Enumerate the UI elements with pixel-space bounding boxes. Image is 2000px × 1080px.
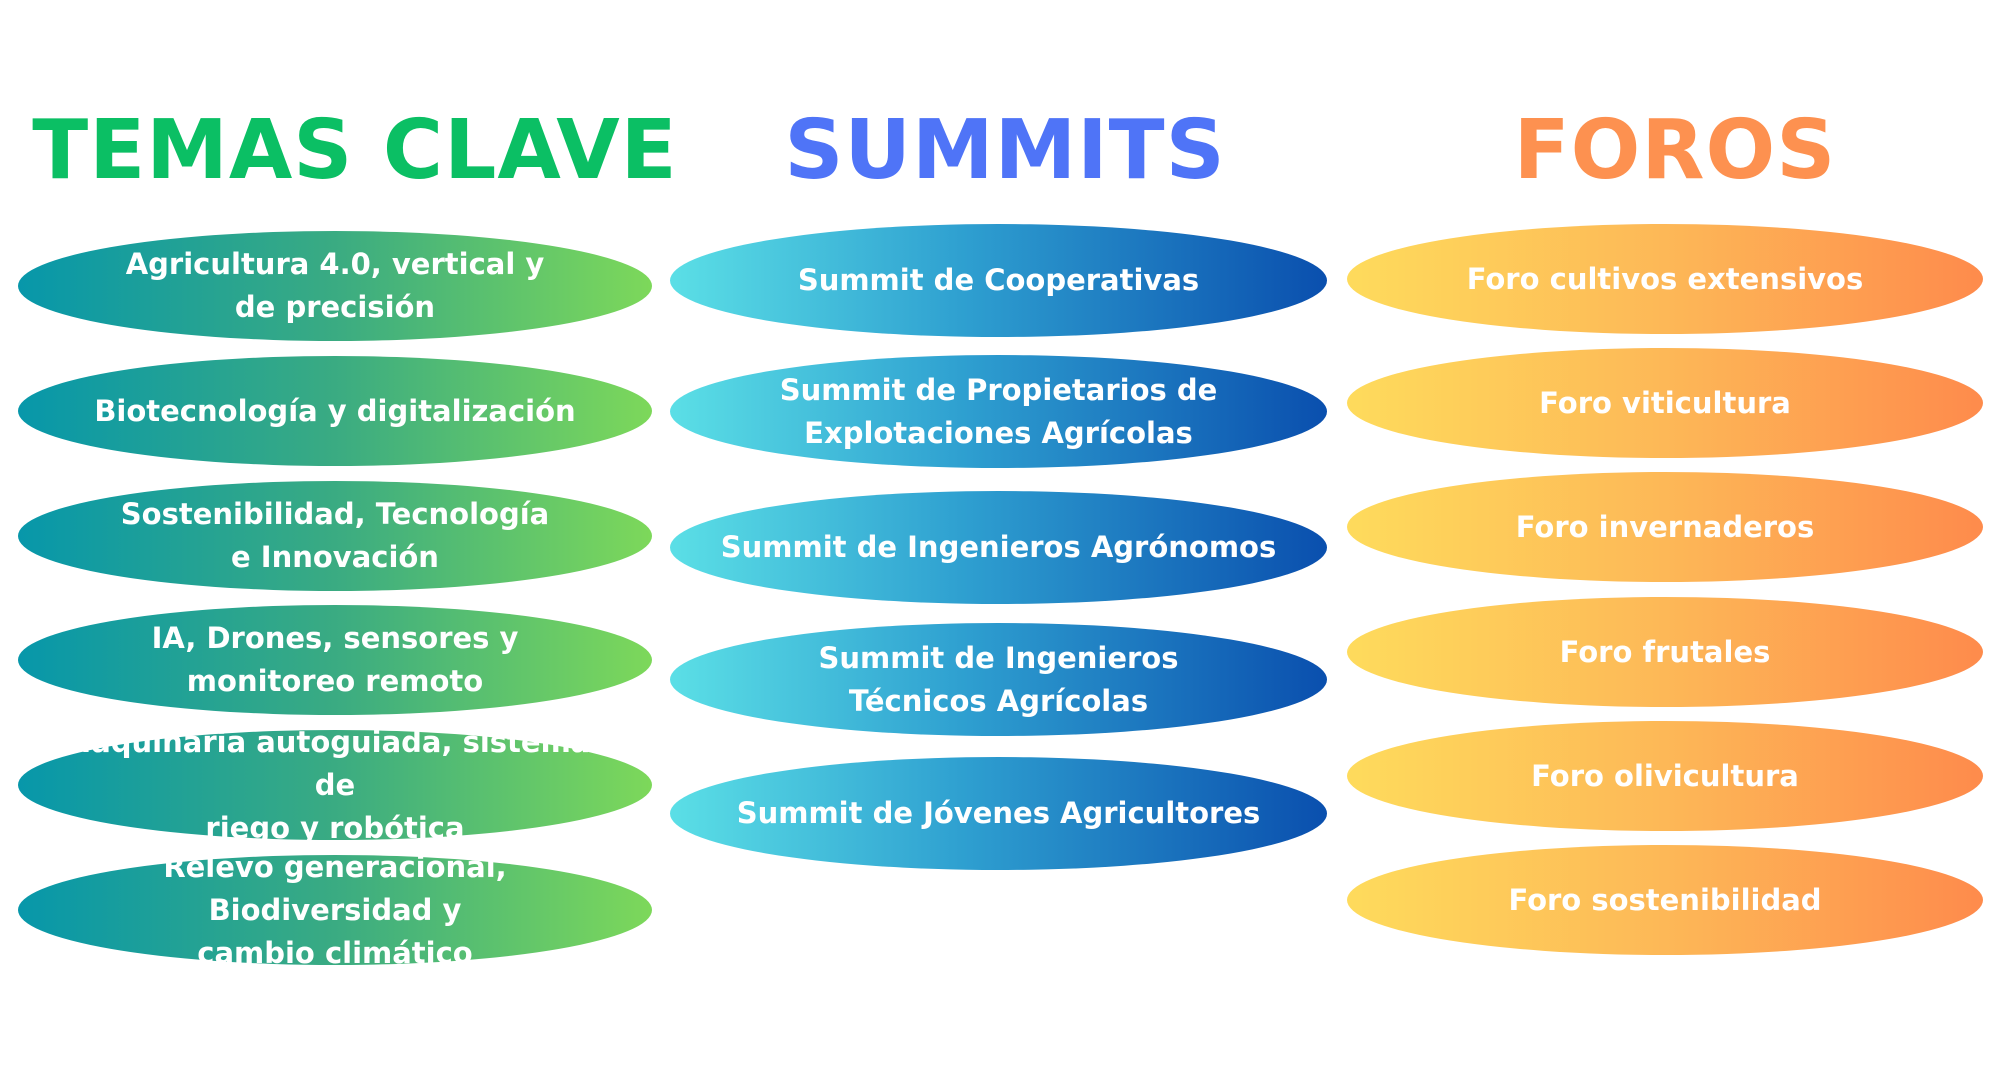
foros-title: FOROS [1513, 103, 1837, 198]
foro-pill-frutales: Foro frutales [1347, 597, 1983, 707]
summit-pill-ingenieros-agronomos: Summit de Ingenieros Agrónomos [670, 491, 1327, 604]
temas-pill-maquinaria: Maquinaria autoguiada, sistemas de riego… [18, 725, 652, 845]
summit-pill-cooperativas: Summit de Cooperativas [670, 224, 1327, 337]
temas-pill-relevo: Relevo generacional, Biodiversidad y cam… [18, 850, 652, 970]
summit-pill-ingenieros-tecnicos: Summit de Ingenieros Técnicos Agrícolas [670, 623, 1327, 736]
summit-pill-propietarios: Summit de Propietarios de Explotaciones … [670, 355, 1327, 468]
summit-pill-jovenes: Summit de Jóvenes Agricultores [670, 757, 1327, 870]
temas-pill-ia-drones: IA, Drones, sensores y monitoreo remoto [18, 605, 652, 715]
foro-pill-sostenibilidad: Foro sostenibilidad [1347, 845, 1983, 955]
summits-title: SUMMITS [784, 103, 1226, 198]
foro-pill-viticultura: Foro viticultura [1347, 348, 1983, 458]
temas-clave-title: TEMAS CLAVE [32, 103, 678, 198]
temas-pill-sostenibilidad: Sostenibilidad, Tecnología e Innovación [18, 481, 652, 591]
foro-pill-invernaderos: Foro invernaderos [1347, 472, 1983, 582]
temas-pill-agricultura: Agricultura 4.0, vertical y de precisión [18, 231, 652, 341]
temas-pill-biotecnologia: Biotecnología y digitalización [18, 356, 652, 466]
foro-pill-olivicultura: Foro olivicultura [1347, 721, 1983, 831]
foro-pill-cultivos-extensivos: Foro cultivos extensivos [1347, 224, 1983, 334]
